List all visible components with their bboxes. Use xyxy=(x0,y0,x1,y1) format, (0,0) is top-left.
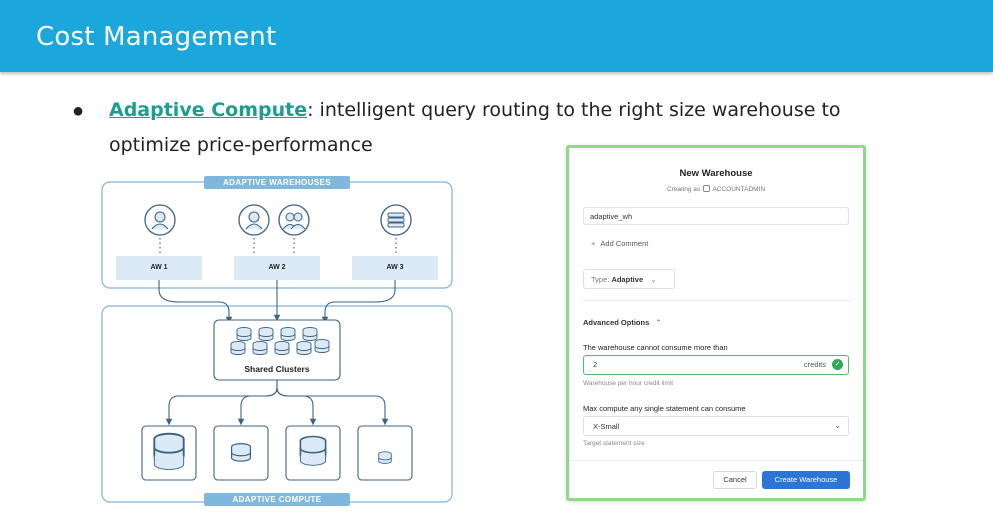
credit-limit-value: 2 xyxy=(593,360,598,369)
database-icon xyxy=(299,435,327,466)
adaptive-warehouses-tag: ADAPTIVE WAREHOUSES xyxy=(204,176,350,189)
database-icon xyxy=(153,432,185,470)
users-group-icon xyxy=(278,204,310,236)
adaptive-compute-tag: ADAPTIVE COMPUTE xyxy=(204,493,350,506)
bullet-text-line-1: Adaptive Compute: intelligent query rout… xyxy=(109,99,841,121)
type-value: Adaptive xyxy=(611,275,644,284)
role-icon xyxy=(703,185,710,192)
credit-limit-label: The warehouse cannot consume more than xyxy=(583,343,728,352)
creating-as-text: Creating as ACCOUNTADMIN xyxy=(569,185,863,193)
aw1-label: AW 1 xyxy=(150,264,168,271)
warehouse-name-input[interactable]: adaptive_wh xyxy=(583,207,849,225)
add-comment-button[interactable]: + Add Comment xyxy=(591,239,648,248)
advanced-options-label: Advanced Options xyxy=(583,318,650,327)
chevron-up-icon: ⌃ xyxy=(655,318,662,327)
user-icon xyxy=(144,204,176,236)
aw2-label: AW 2 xyxy=(268,264,286,271)
aw2-box xyxy=(234,256,320,280)
footer-divider xyxy=(569,460,863,461)
bullet-point: ● xyxy=(72,100,85,122)
database-icon xyxy=(378,451,392,464)
bullet-description: : intelligent query routing to the right… xyxy=(307,99,841,121)
credit-limit-hint: Warehouse per hour credit limit xyxy=(583,380,674,387)
bullet-text-line-2: optimize price-performance xyxy=(109,134,373,156)
shared-clusters-label: Shared Clusters xyxy=(244,364,310,374)
statement-size-select[interactable]: X-Small ⌄ xyxy=(583,416,849,436)
statement-size-label: Max compute any single statement can con… xyxy=(583,404,746,413)
chevron-down-icon: ⌄ xyxy=(650,275,657,284)
aw1-box xyxy=(116,256,202,280)
statement-size-value: X-Small xyxy=(593,422,620,431)
new-warehouse-dialog: New Warehouse Creating as ACCOUNTADMIN a… xyxy=(566,145,866,501)
type-select[interactable]: Type: Adaptive ⌄ xyxy=(583,269,675,289)
aw3-label: AW 3 xyxy=(386,264,404,271)
server-icon xyxy=(380,204,412,236)
slide-header: Cost Management xyxy=(0,0,993,72)
chevron-down-icon: ⌄ xyxy=(834,421,841,430)
credit-unit: credits xyxy=(803,360,826,369)
type-label: Type: xyxy=(591,275,610,284)
check-circle-icon: ✓ xyxy=(832,359,843,370)
adaptive-compute-diagram: ADAPTIVE WAREHOUSES ADAPTIVE COMPUTE AW … xyxy=(96,176,460,512)
statement-size-hint: Target statement size xyxy=(583,440,645,447)
diagram-graphics xyxy=(101,181,453,503)
database-icon xyxy=(230,443,252,462)
adaptive-compute-link[interactable]: Adaptive Compute xyxy=(109,99,308,121)
creating-as-label: Creating as xyxy=(666,186,701,193)
create-warehouse-button[interactable]: Create Warehouse xyxy=(762,471,850,489)
credit-limit-input[interactable]: 2 credits ✓ xyxy=(583,355,849,375)
dialog-title: New Warehouse xyxy=(679,168,753,179)
divider xyxy=(583,300,851,301)
role-name: ACCOUNTADMIN xyxy=(712,186,766,193)
user-icon xyxy=(238,204,270,236)
slide-title: Cost Management xyxy=(36,22,277,52)
aw3-box xyxy=(352,256,438,280)
plus-icon: + xyxy=(591,239,596,248)
cancel-button[interactable]: Cancel xyxy=(713,471,757,489)
add-comment-label: Add Comment xyxy=(600,239,649,248)
advanced-options-toggle[interactable]: Advanced Options ⌃ xyxy=(583,318,662,327)
